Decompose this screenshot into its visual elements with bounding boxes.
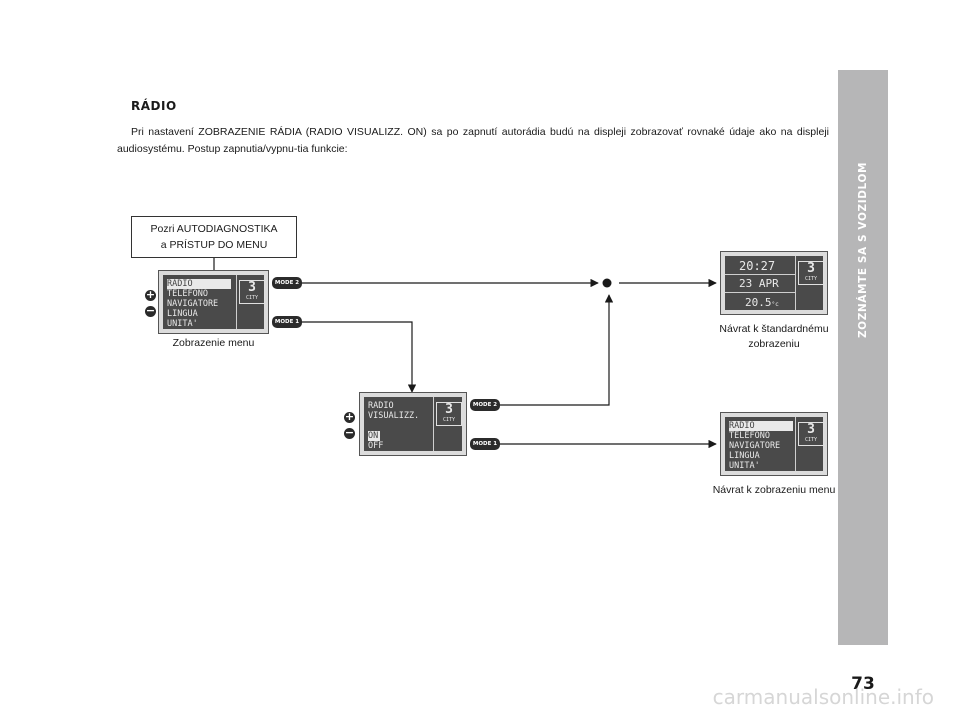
menu-item: TELEFONO [729,431,770,441]
chapter-sidebar: ZOZNÁMTE SA S VOZIDLOM 73 [838,70,888,694]
plus-icon[interactable]: + [344,410,355,423]
intro-paragraph: Pri nastavení ZOBRAZENIE RÁDIA (RADIO VI… [117,126,829,155]
temperature-value: 20.5 [745,296,772,309]
display-standard: 20:27 23 APR 20.5°c 3 CITY [720,251,828,315]
display-menu-return: RADIO TELEFONO NAVIGATORE LINGUA UNITA' … [720,412,828,476]
callout-line2: a PRÍSTUP DO MENU [160,239,268,251]
menu-item: NAVIGATORE [167,299,219,309]
callout-box: Pozri AUTODIAGNOSTIKA a PRÍSTUP DO MENU [131,216,297,258]
preset-indicator: 3 CITY [798,422,824,446]
clock-time: 20:27 [739,259,776,273]
mode1-button[interactable]: MODE 1 [272,316,302,328]
caption-standard: Návrat k štandardnému zobrazeniu [719,323,829,350]
visual-line: VISUALIZZ. [368,411,420,421]
option-off: OFF [368,441,384,451]
caption-menu: Zobrazenie menu [172,337,255,349]
section-heading: RÁDIO [131,99,177,113]
plus-icon[interactable]: + [145,288,156,301]
minus-icon[interactable]: − [344,426,355,439]
caption-menu-return: Návrat k zobrazeniu menu [712,484,836,496]
menu-item: NAVIGATORE [729,441,781,451]
preset-indicator: 3 CITY [798,261,824,285]
menu-item-selected: RADIO [167,279,231,289]
mode1-button[interactable]: MODE 1 [470,438,500,450]
mode2-button[interactable]: MODE 2 [470,399,500,411]
visual-line: RADIO [368,401,394,411]
menu-item: LINGUA [729,451,760,461]
preset-indicator: 3 CITY [239,280,265,304]
menu-item: UNITA' [167,319,198,329]
date-text: 23 APR [739,277,779,290]
mode2-button[interactable]: MODE 2 [272,277,302,289]
mode2-arrow-up [500,294,614,406]
menu-item: UNITA' [729,461,760,471]
callout-line1: Pozri AUTODIAGNOSTIKA [150,223,278,235]
junction-dot [602,278,612,288]
preset-indicator: 3 CITY [436,402,462,426]
display-radio-visual: RADIO VISUALIZZ. ON OFF 3 CITY [359,392,467,456]
watermark: carmanualsonline.info [712,685,934,709]
minus-icon[interactable]: − [145,304,156,317]
menu-item: TELEFONO [167,289,208,299]
menu-item: LINGUA [167,309,198,319]
temperature-unit: °c [771,301,779,308]
option-on-selected: ON [368,431,381,441]
page-number: 73 [851,674,875,694]
menu-item-selected: RADIO [729,421,793,431]
display-menu: RADIO TELEFONO NAVIGATORE LINGUA UNITA' … [158,270,269,334]
mode1-arrow-down [302,321,417,393]
